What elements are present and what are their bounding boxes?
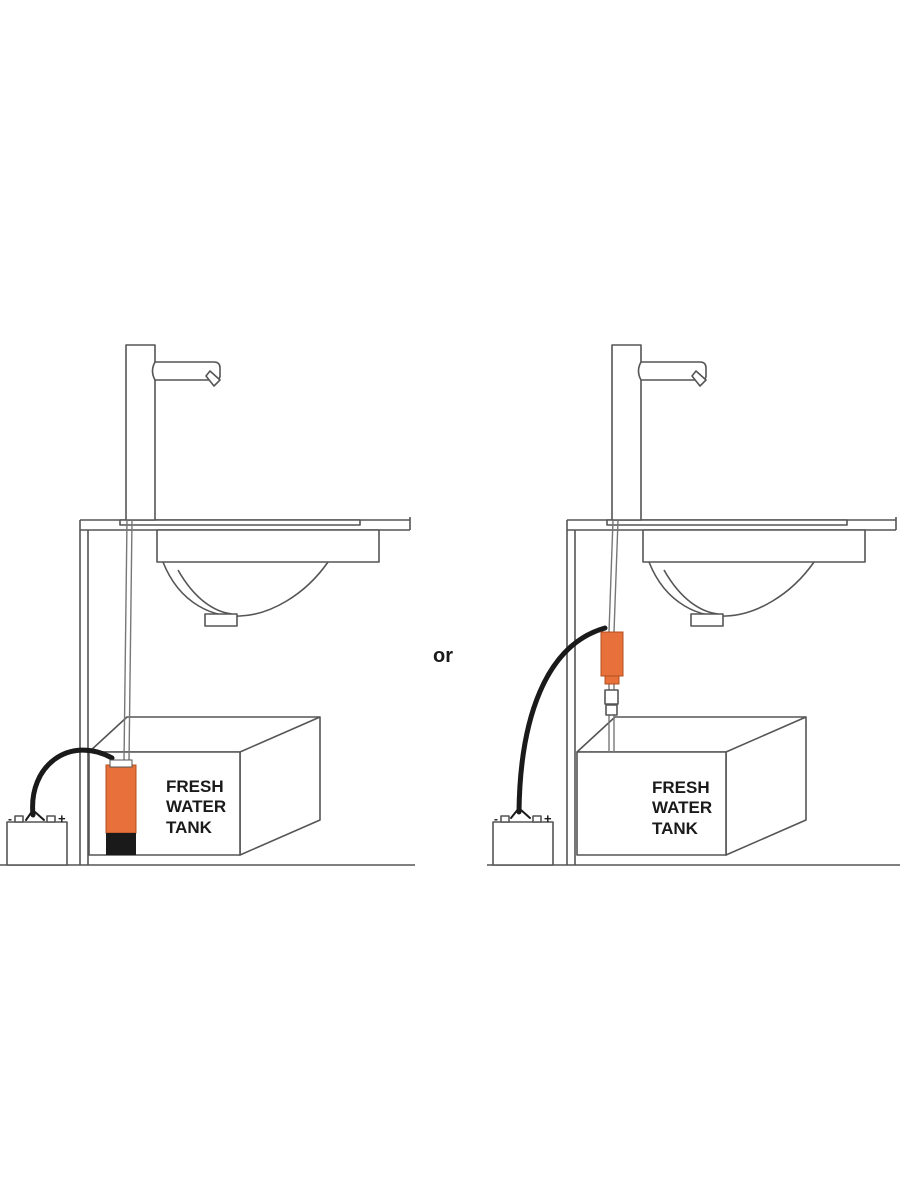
- tank-label-line-2: WATER: [652, 798, 712, 817]
- fresh-water-tank: FRESH WATER TANK: [576, 716, 807, 856]
- faucet: [611, 344, 707, 521]
- inline-pump-diagram: FRESH WATER TANK - +: [487, 344, 900, 866]
- cabinet-wall: [566, 520, 576, 865]
- inline-pump: [600, 631, 624, 685]
- tank-label-line-1: FRESH: [652, 778, 710, 797]
- battery-minus-label: -: [494, 812, 498, 826]
- sink-basin: [642, 529, 866, 627]
- water-hose: [604, 519, 619, 752]
- tank-label-line-3: TANK: [166, 818, 213, 837]
- battery-plus-label: +: [58, 811, 66, 826]
- battery-minus-label: -: [8, 812, 12, 826]
- battery-plus-label: +: [544, 811, 552, 826]
- faucet: [125, 344, 221, 521]
- tank-label-line-3: TANK: [652, 819, 699, 838]
- or-separator: or: [433, 645, 453, 667]
- water-hose: [123, 519, 133, 763]
- power-cable: [516, 625, 608, 815]
- battery: - +: [6, 811, 68, 866]
- cabinet-wall: [79, 520, 89, 865]
- battery: - +: [492, 811, 554, 866]
- tank-label-line-1: FRESH: [166, 777, 224, 796]
- power-cable: [30, 747, 115, 818]
- sink-basin: [156, 529, 380, 627]
- tank-label-line-2: WATER: [166, 797, 226, 816]
- submersible-pump: [105, 759, 137, 855]
- submersible-pump-diagram: FRESH WATER TANK - +: [0, 344, 415, 866]
